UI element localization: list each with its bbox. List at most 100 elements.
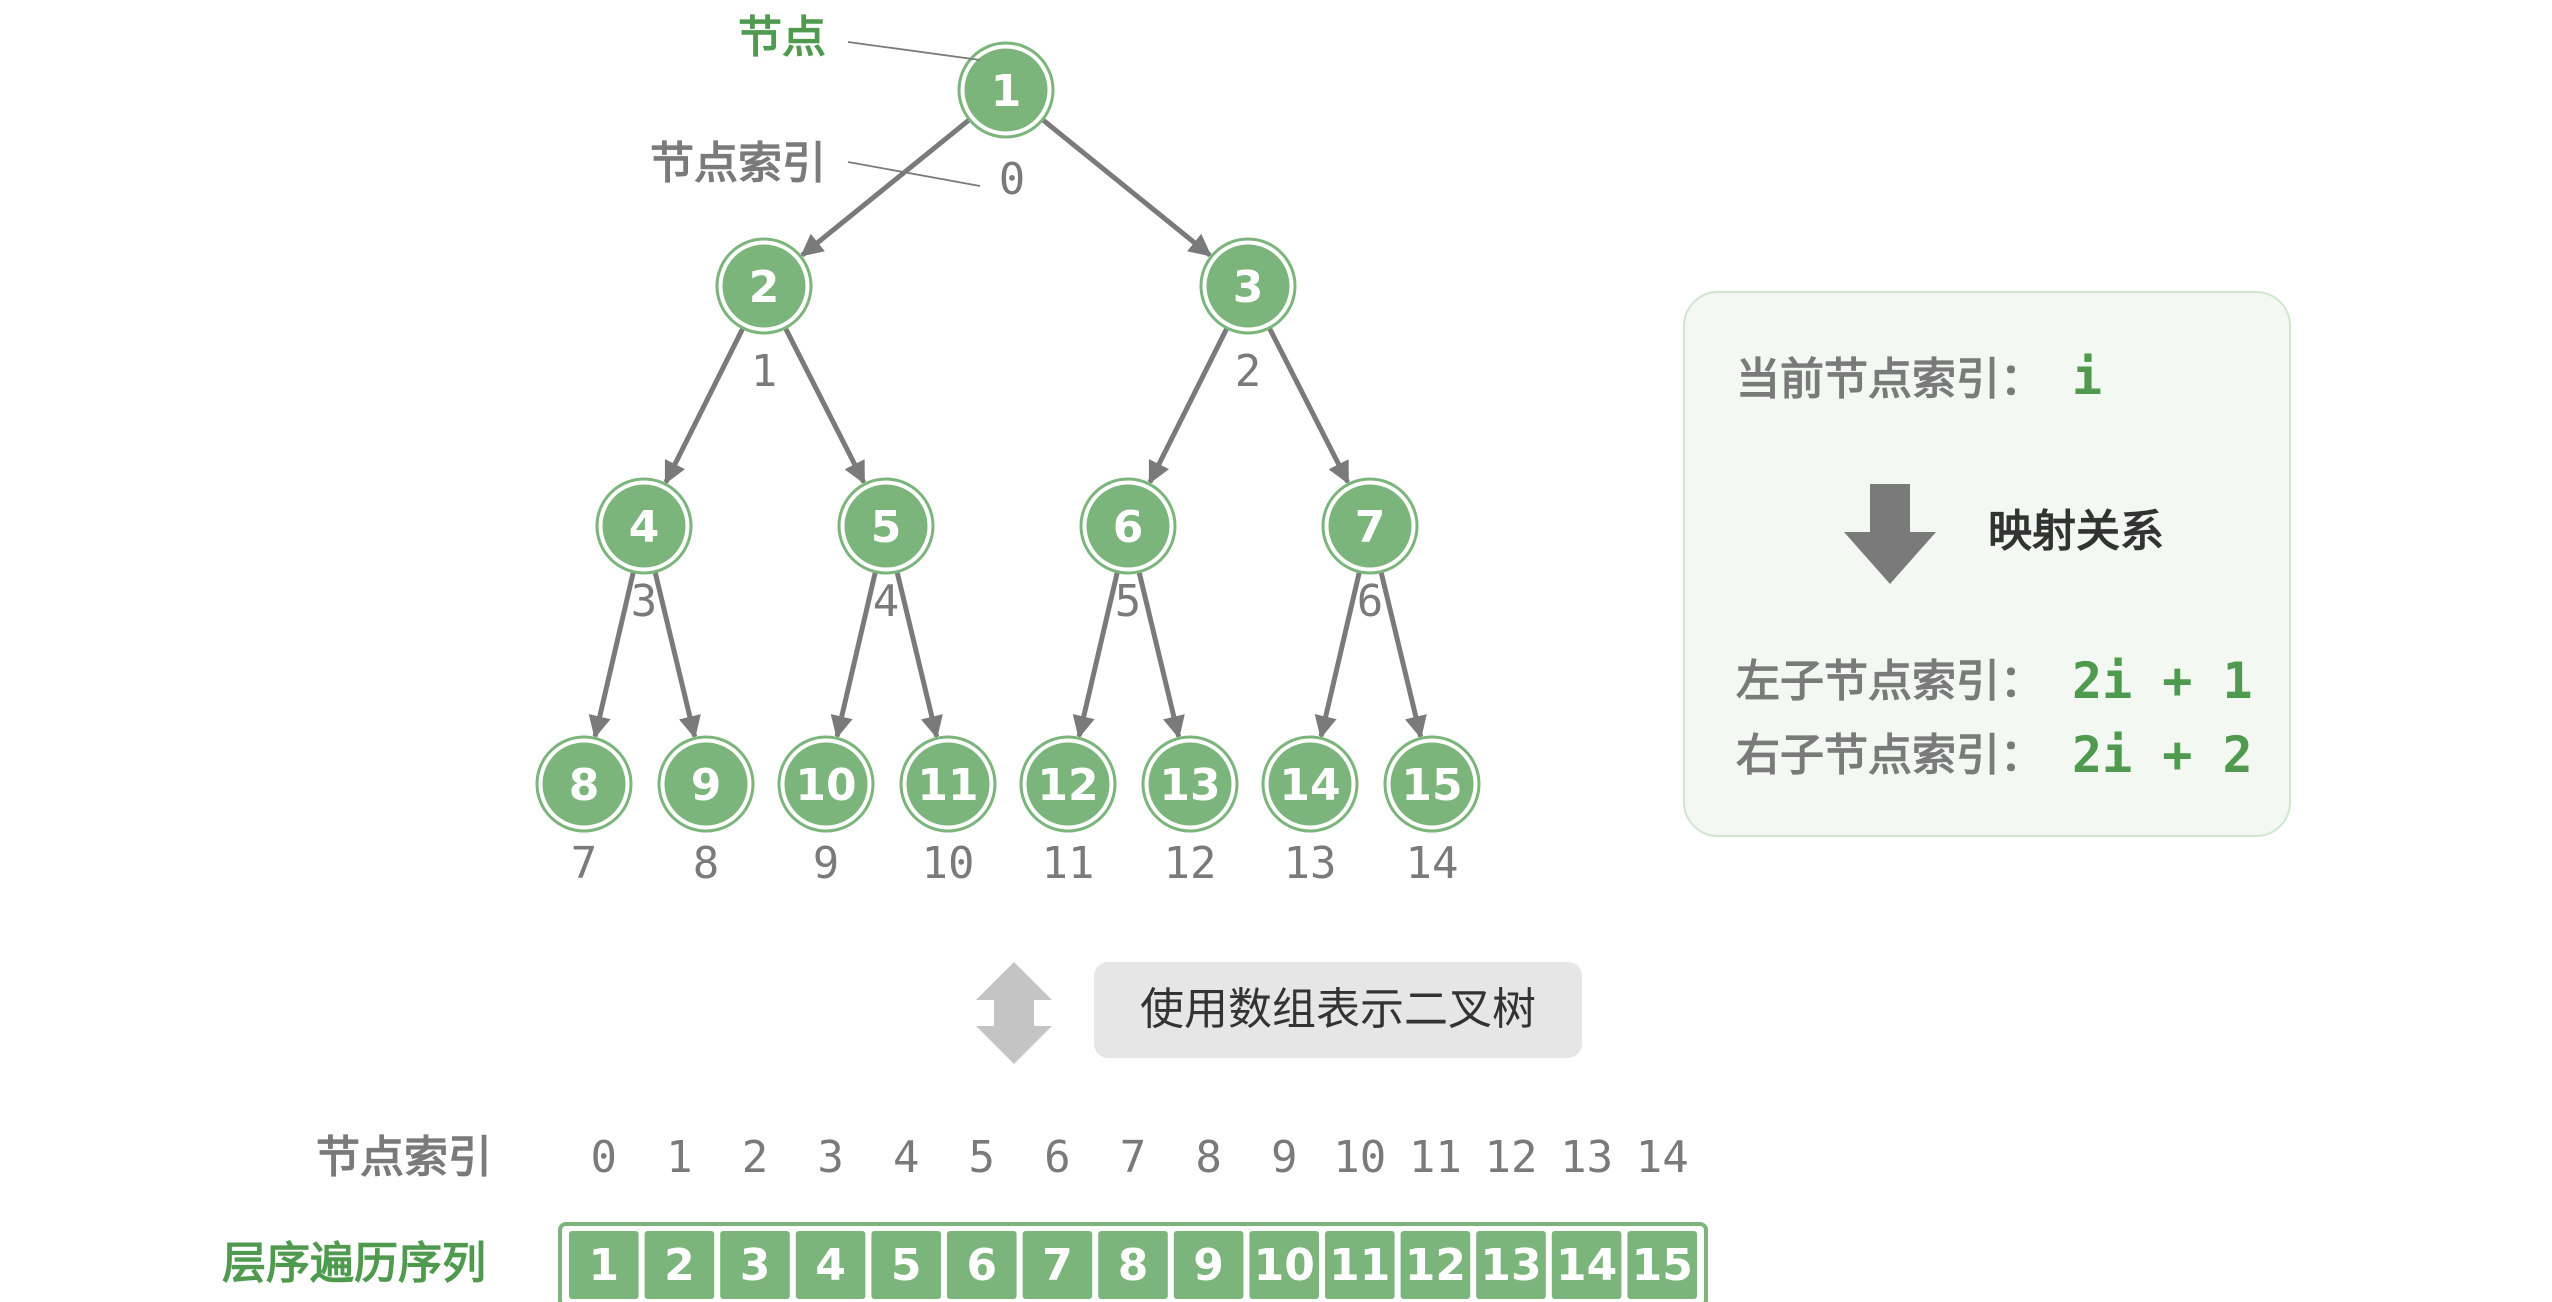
array-cell-value: 9: [1193, 1240, 1224, 1291]
node-circle: [1023, 739, 1113, 829]
node-index: 0: [999, 154, 1026, 205]
node-ring: [595, 477, 693, 575]
tree-edges: [588, 117, 1427, 739]
array-cell-value: 5: [891, 1240, 922, 1291]
node-value: 4: [629, 502, 660, 553]
node-circle: [841, 481, 931, 571]
node-circle: [903, 739, 993, 829]
node-index-label: 节点索引: [650, 138, 826, 189]
node-index: 14: [1406, 838, 1459, 889]
node-circle: [781, 739, 871, 829]
node-label-leader: [847, 41, 981, 61]
edge-7-14: [1314, 571, 1362, 739]
mapping-arrow-icon: [1844, 484, 1936, 584]
edge-4-9: [652, 571, 701, 739]
current-index-label: 当前节点索引：: [1736, 354, 2044, 405]
double-arrow-icon: [976, 962, 1052, 1064]
node-index: 7: [571, 838, 598, 889]
node-label: 节点: [738, 12, 826, 63]
array-cell: [1474, 1229, 1548, 1301]
node-index: 12: [1164, 838, 1217, 889]
array-cell-value: 11: [1329, 1240, 1390, 1291]
array-cell-value: 10: [1254, 1240, 1315, 1291]
edge-6-12: [1072, 571, 1120, 739]
node-index: 8: [693, 838, 720, 889]
node-ring: [535, 735, 633, 833]
node-circle: [1265, 739, 1355, 829]
tree-node: 65: [1079, 477, 1177, 627]
array-cell: [642, 1229, 717, 1301]
array-cell-value: 8: [1118, 1240, 1149, 1291]
node-value: 9: [691, 760, 722, 811]
tree-node: 109: [777, 735, 875, 889]
array-cell-value: 1: [588, 1240, 619, 1291]
array-cell-value: 7: [1042, 1240, 1073, 1291]
array-cell: [1020, 1229, 1095, 1301]
edge-2-4: [663, 326, 746, 485]
edge-6-13: [1136, 571, 1185, 739]
edge-4-8: [588, 571, 636, 739]
left-child-label: 左子节点索引：: [1736, 656, 2044, 707]
node-ring: [837, 477, 935, 575]
edge-5-11: [894, 571, 943, 739]
node-circle: [1203, 241, 1293, 331]
right-child-formula: 2i + 2: [2072, 726, 2253, 784]
node-index: 9: [813, 838, 840, 889]
edge-3-7: [1267, 326, 1351, 485]
array-index: 8: [1195, 1132, 1222, 1183]
node-circle: [1387, 739, 1477, 829]
node-ring: [1321, 477, 1419, 575]
node-value: 12: [1037, 760, 1098, 811]
tree-node: 10: [957, 41, 1055, 205]
array-cell: [869, 1229, 944, 1301]
edge-1-3: [1040, 117, 1212, 258]
node-ring: [1019, 735, 1117, 833]
array-index-label: 节点索引: [316, 1132, 492, 1183]
array-index: 5: [969, 1132, 996, 1183]
node-index: 11: [1042, 838, 1095, 889]
node-circle: [599, 481, 689, 571]
node-circle: [661, 739, 751, 829]
tree-node: 54: [837, 477, 935, 627]
array-index: 14: [1636, 1132, 1689, 1183]
node-ring: [777, 735, 875, 833]
node-value: 7: [1355, 502, 1386, 553]
array-cell-value: 13: [1480, 1240, 1541, 1291]
node-index: 1: [751, 346, 778, 397]
array-index: 12: [1485, 1132, 1538, 1183]
array-index: 2: [742, 1132, 769, 1183]
node-value: 2: [749, 262, 780, 313]
array-index: 9: [1271, 1132, 1298, 1183]
node-circle: [539, 739, 629, 829]
node-index: 6: [1357, 576, 1384, 627]
array-cell: [1323, 1229, 1397, 1301]
array-index: 11: [1409, 1132, 1462, 1183]
node-circle: [1325, 481, 1415, 571]
node-ring: [657, 735, 755, 833]
node-callout: 节点: [738, 12, 981, 63]
tree-node: 43: [595, 477, 693, 627]
transform-indicator: 使用数组表示二叉树: [976, 962, 1582, 1064]
node-index-leader: [847, 161, 981, 187]
node-index: 3: [631, 576, 658, 627]
array-index: 13: [1560, 1132, 1613, 1183]
node-ring: [1383, 735, 1481, 833]
node-index-callout: 节点索引: [650, 138, 981, 189]
node-value: 15: [1401, 760, 1462, 811]
edge-1-2: [800, 117, 972, 258]
edge-7-15: [1378, 571, 1427, 739]
array-cell: [1549, 1229, 1624, 1301]
array-index: 7: [1120, 1132, 1147, 1183]
level-order-label: 层序遍历序列: [222, 1238, 486, 1289]
node-ring: [715, 237, 813, 335]
node-circle: [961, 45, 1051, 135]
array-index: 0: [591, 1132, 618, 1183]
node-circle: [1145, 739, 1235, 829]
array-index: 6: [1044, 1132, 1071, 1183]
node-value: 11: [917, 760, 978, 811]
